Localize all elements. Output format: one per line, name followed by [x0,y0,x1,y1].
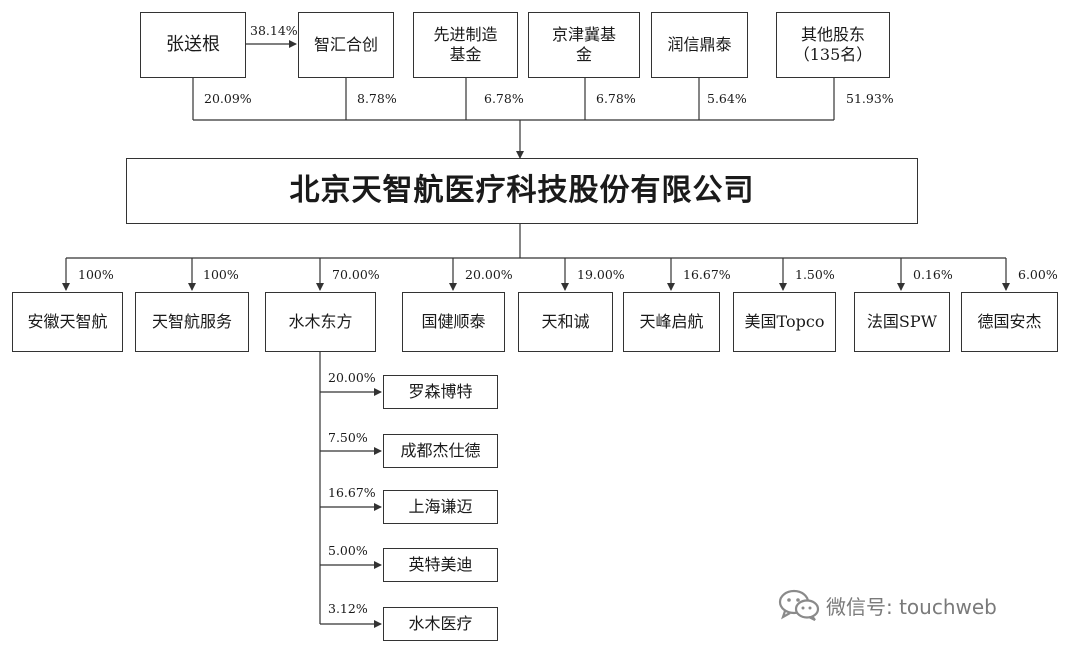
subsidiary-box: 天和诚 [518,292,613,352]
ownership-pct-label: 100% [203,267,239,282]
shareholder-box: 其他股东 （135名） [776,12,890,78]
shareholder-box: 京津冀基 金 [528,12,640,78]
subsidiary-box: 法国SPW [854,292,950,352]
subsidiary-box: 德国安杰 [961,292,1058,352]
shareholder-box: 润信鼎泰 [651,12,748,78]
subsidiary-box: 美国Topco [733,292,836,352]
ownership-pct-label: 100% [78,267,114,282]
ownership-pct-label: 6.78% [484,91,524,106]
ownership-pct-label: 20.00% [465,267,513,282]
shuimu-child-box: 英特美迪 [383,548,498,582]
shuimu-child-box: 成都杰仕德 [383,434,498,468]
subsidiary-box: 安徽天智航 [12,292,123,352]
ownership-pct-label: 70.00% [332,267,380,282]
shuimu-child-box: 水木医疗 [383,607,498,641]
ownership-pct-label: 6.00% [1018,267,1058,282]
ownership-pct-label: 16.67% [328,485,376,500]
ownership-pct-label: 7.50% [328,430,368,445]
company-box: 北京天智航医疗科技股份有限公司 [126,158,918,224]
subsidiary-box: 天峰启航 [623,292,720,352]
shuimu-child-box: 上海谦迈 [383,490,498,524]
subsidiary-box: 水木东方 [265,292,376,352]
wechat-icon [778,588,820,622]
ownership-pct-label: 19.00% [577,267,625,282]
ownership-pct-label: 51.93% [846,91,894,106]
ownership-pct-label: 3.12% [328,601,368,616]
subsidiary-box: 国健顺泰 [402,292,505,352]
watermark-text: 微信号: touchweb [826,594,997,619]
shuimu-child-box: 罗森博特 [383,375,498,409]
shareholder-box: 张送根 [140,12,246,78]
ownership-pct-label: 5.00% [328,543,368,558]
ownership-pct-label: 0.16% [913,267,953,282]
ownership-pct-label: 6.78% [596,91,636,106]
ownership-pct-label: 8.78% [357,91,397,106]
ownership-pct-label: 16.67% [683,267,731,282]
ownership-pct-label: 20.09% [204,91,252,106]
shareholder-box: 先进制造 基金 [413,12,518,78]
ownership-pct-label: 38.14% [250,23,298,38]
ownership-pct-label: 20.00% [328,370,376,385]
shareholder-box: 智汇合创 [298,12,394,78]
ownership-pct-label: 5.64% [707,91,747,106]
watermark: 微信号: touchweb [778,588,997,622]
ownership-pct-label: 1.50% [795,267,835,282]
subsidiary-box: 天智航服务 [135,292,249,352]
